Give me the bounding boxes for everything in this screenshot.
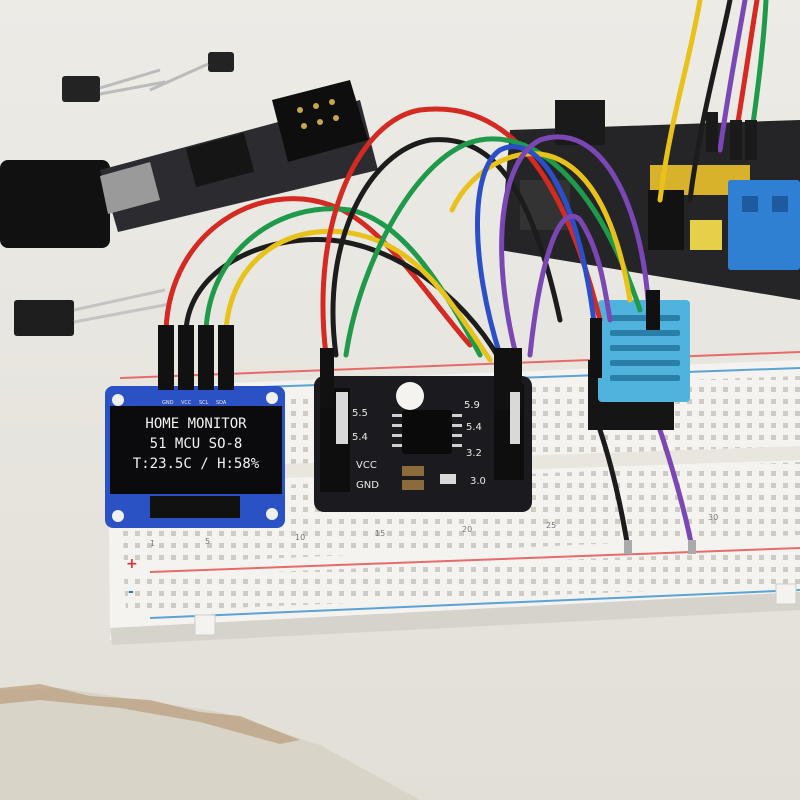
dht-header-connectors [590,290,660,378]
transistor-top-left [62,68,166,102]
wire-purple-loop [527,213,613,358]
relay-module [500,100,800,300]
oled-line-1: HOME MONITOR [145,416,247,432]
row-number: 5 [205,537,210,546]
mcu-left-label: 5.5 [352,408,368,419]
wire-yellow-mcu [449,151,633,303]
mcu-right-label: 3.0 [470,476,486,487]
row-number: 25 [546,521,556,530]
dht11-sensor [588,300,690,430]
oled-pin-label: VCC [181,400,192,406]
wires-relay [657,0,769,203]
oled-pin-label: SCL [199,400,209,406]
row-number: 1 [150,539,155,548]
wire-blue-mcu [475,144,598,358]
row-number: 20 [462,525,472,534]
wire-purple-mcu [499,134,651,358]
wire-black-mcu [330,137,563,358]
mcu-right-label: 3.2 [466,448,482,459]
chipped-paint [0,684,300,744]
mcu-right-label: 5.4 [466,422,482,433]
transistor-left [14,288,171,336]
oled-line-3: T:23.5C / H:58% [133,456,260,472]
wire-yellow-oled [223,228,493,363]
mcu-header-connectors [320,348,522,444]
oled-module: HOME MONITOR 51 MCU SO-8 T:23.5C / H:58%… [105,386,285,528]
oled-pin-label: SDA [216,400,227,406]
mcu-left-label: 5.4 [352,432,368,443]
wire-red-mcu [320,106,603,358]
transistor-top-mid [149,52,234,92]
oled-pin-label: GND [162,400,174,406]
jumper-wires [163,106,651,363]
rail-minus-label: - [128,584,134,600]
row-number: 30 [708,513,718,522]
oled-line-2: 51 MCU SO-8 [150,436,243,452]
oled-pin-labels: GND VCC SCL SDA [162,400,227,406]
row-number: 10 [295,533,305,542]
soic8-chip [402,410,452,454]
rail-plus-label: + [126,556,138,572]
wire-red-oled [163,196,473,348]
usb-serial-adapter [0,80,378,248]
mcu-right-label: 5.9 [464,400,480,411]
oled-screen [110,406,282,494]
chipped-edge [0,688,420,800]
terminal-block-blue [728,180,800,270]
mcu-left-label: GND [356,480,379,491]
row-numbers: 1 5 10 15 20 25 30 [150,513,718,548]
row-number: 15 [375,529,385,538]
wire-green-mcu [343,136,643,358]
wires-dht-breadboard [597,427,696,554]
mcu-left-label: VCC [356,460,377,471]
oled-header-connectors [158,325,234,390]
